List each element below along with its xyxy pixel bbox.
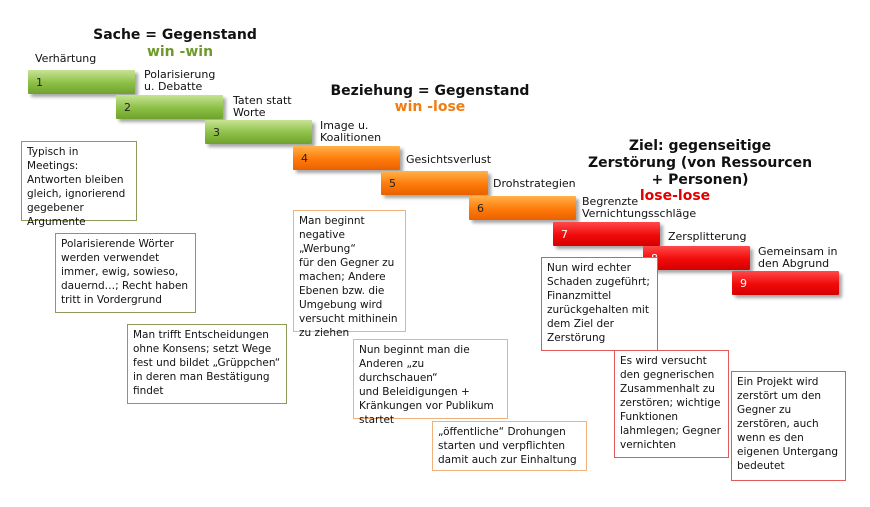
step-number-4: 4	[301, 152, 308, 165]
step-label-7: Begrenzte Vernichtungsschläge	[582, 195, 697, 220]
note-step-3: Man trifft Entscheidungen ohne Konsens; …	[127, 324, 287, 404]
step-label-9: Gemeinsam in den Abgrund	[758, 245, 838, 270]
step-label-8: Zersplitterung	[668, 230, 747, 243]
step-label-1: Verhärtung	[35, 52, 97, 65]
note-step-7: Nun wird echter Schaden zugeführt; Finan…	[541, 257, 658, 351]
step-bar-8: 8	[643, 246, 750, 270]
phase-title-lose-lose: Ziel: gegenseitige Zerstörung (von Resso…	[587, 138, 813, 188]
phase-subtitle-win-lose: win -lose	[394, 99, 466, 115]
step-bar-6: 6	[469, 196, 576, 220]
step-bar-3: 3	[205, 120, 312, 144]
step-number-6: 6	[477, 202, 484, 215]
note-step-2: Polarisierende Wörter werden verwendet i…	[55, 233, 196, 313]
step-label-5: Gesichtsverlust	[406, 153, 492, 166]
step-number-5: 5	[389, 177, 396, 190]
note-step-8: Es wird versucht den gegnerischen Zusamm…	[614, 350, 729, 458]
step-bar-2: 2	[116, 95, 223, 119]
note-step-5: Nun beginnt man die Anderen „zu durchsch…	[353, 339, 508, 426]
note-step-6: „öffentliche“ Drohungen starten und verp…	[432, 421, 587, 471]
step-label-6: Drohstrategien	[493, 177, 576, 190]
step-bar-4: 4	[293, 146, 400, 170]
step-number-2: 2	[124, 101, 131, 114]
note-step-9: Ein Projekt wird zerstört um den Gegner …	[731, 371, 846, 481]
step-bar-5: 5	[381, 171, 488, 195]
step-bar-7: 7	[553, 222, 660, 246]
step-label-2: Polarisierung u. Debatte	[144, 68, 216, 93]
note-step-1: Typisch in Meetings: Antworten bleiben g…	[21, 141, 137, 228]
step-number-7: 7	[561, 228, 568, 241]
phase-title-win-lose: Beziehung = Gegenstand	[330, 83, 530, 99]
step-bar-1: 1	[28, 70, 135, 94]
phase-subtitle-lose-lose: lose-lose	[639, 188, 711, 204]
step-label-3: Taten statt Worte	[233, 94, 292, 119]
step-bar-9: 9	[732, 271, 839, 295]
phase-subtitle-win-win: win -win	[146, 44, 214, 60]
step-number-9: 9	[740, 277, 747, 290]
step-number-3: 3	[213, 126, 220, 139]
note-step-4: Man beginnt negative „Werbung“ für den G…	[293, 210, 406, 339]
step-number-1: 1	[36, 76, 43, 89]
phase-title-win-win: Sache = Gegenstand	[93, 27, 257, 43]
step-label-4: Image u. Koalitionen	[320, 119, 382, 144]
